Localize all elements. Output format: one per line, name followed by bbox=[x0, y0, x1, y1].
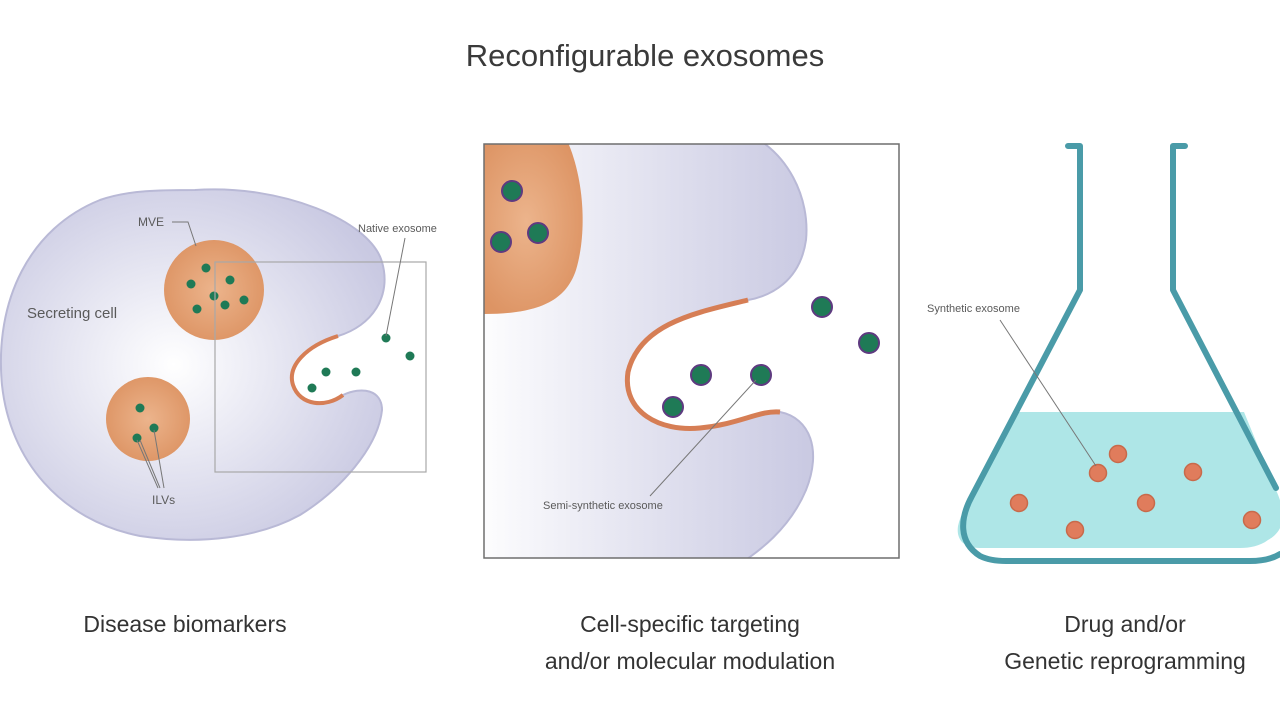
exosome bbox=[858, 332, 880, 354]
native-exosome bbox=[351, 367, 361, 377]
native-exosome bbox=[307, 383, 317, 393]
ilvs-leader-1 bbox=[139, 439, 161, 489]
figure-title: Reconfigurable exosomes bbox=[465, 38, 825, 73]
semi-synthetic-exosomes bbox=[662, 296, 880, 418]
synthetic-exosome-label: Synthetic exosome bbox=[927, 303, 1020, 315]
mve-bottom-ilvs bbox=[132, 403, 159, 443]
synthetic-exosome-leader bbox=[999, 319, 1097, 467]
native-exosome-leader bbox=[385, 237, 406, 337]
ilv bbox=[501, 180, 523, 202]
caption-disease-biomarkers: Disease biomarkers bbox=[30, 606, 340, 643]
synthetic-exosome bbox=[1088, 463, 1108, 483]
zoom-box bbox=[214, 261, 427, 473]
ilv bbox=[186, 279, 196, 289]
ilv bbox=[132, 433, 142, 443]
ilvs-label: ILVs bbox=[152, 493, 175, 507]
ilvs-leader-2 bbox=[153, 429, 165, 489]
caption-line: and/or molecular modulation bbox=[544, 648, 836, 674]
mve-leader bbox=[172, 221, 197, 247]
caption-cell-targeting: Cell-specific targeting and/or molecular… bbox=[490, 606, 890, 680]
flask-liquid bbox=[957, 412, 1280, 548]
native-exosome bbox=[405, 351, 415, 361]
ilv bbox=[135, 403, 145, 413]
native-exosome-label: Native exosome bbox=[358, 223, 437, 235]
exosome bbox=[690, 364, 712, 386]
secreting-cell-panel: MVE Secreting cell Native exosome ILVs bbox=[0, 188, 437, 541]
budding-membrane bbox=[289, 334, 345, 406]
synthetic-exosome bbox=[1108, 444, 1128, 464]
caption-line: Genetic reprogramming bbox=[1004, 648, 1246, 674]
mve-zoomed-ilvs bbox=[490, 180, 549, 253]
flask-outline bbox=[960, 143, 1280, 564]
ilv bbox=[527, 222, 549, 244]
mve-top-ilvs bbox=[186, 263, 249, 314]
ilv bbox=[149, 423, 159, 433]
caption-line: Disease biomarkers bbox=[83, 611, 287, 637]
ilv bbox=[209, 291, 219, 301]
ilv bbox=[490, 231, 512, 253]
semi-synthetic-membrane bbox=[624, 297, 781, 431]
synthetic-exosome bbox=[1242, 510, 1262, 530]
ilv bbox=[225, 275, 235, 285]
mve-bottom bbox=[106, 377, 190, 461]
semi-synthetic-leader bbox=[649, 379, 757, 497]
secreting-cell bbox=[0, 188, 386, 541]
ilv bbox=[220, 300, 230, 310]
native-exosome bbox=[321, 367, 331, 377]
zoom-panel: Semi-synthetic exosome bbox=[483, 143, 900, 559]
ilv bbox=[201, 263, 211, 273]
mve-zoomed bbox=[484, 144, 583, 314]
ilv bbox=[192, 304, 202, 314]
native-exosome bbox=[381, 333, 391, 343]
flask-panel: Synthetic exosome bbox=[927, 143, 1280, 564]
exosome bbox=[662, 396, 684, 418]
semi-synthetic-label: Semi-synthetic exosome bbox=[543, 500, 663, 512]
caption-drug-genetic: Drug and/or Genetic reprogramming bbox=[970, 606, 1280, 680]
caption-line: Drug and/or bbox=[1064, 611, 1186, 637]
exosome bbox=[811, 296, 833, 318]
synthetic-exosome bbox=[1009, 493, 1029, 513]
mve-label: MVE bbox=[138, 215, 164, 229]
ilv bbox=[239, 295, 249, 305]
mve-top bbox=[164, 240, 264, 340]
synthetic-exosomes bbox=[1009, 444, 1262, 540]
synthetic-exosome bbox=[1136, 493, 1156, 513]
native-exosomes bbox=[307, 333, 415, 393]
synthetic-exosome bbox=[1183, 462, 1203, 482]
caption-line: Cell-specific targeting bbox=[580, 611, 800, 637]
synthetic-exosome bbox=[1065, 520, 1085, 540]
ilvs-leader-3 bbox=[136, 439, 159, 489]
secreting-cell-label: Secreting cell bbox=[27, 305, 117, 322]
